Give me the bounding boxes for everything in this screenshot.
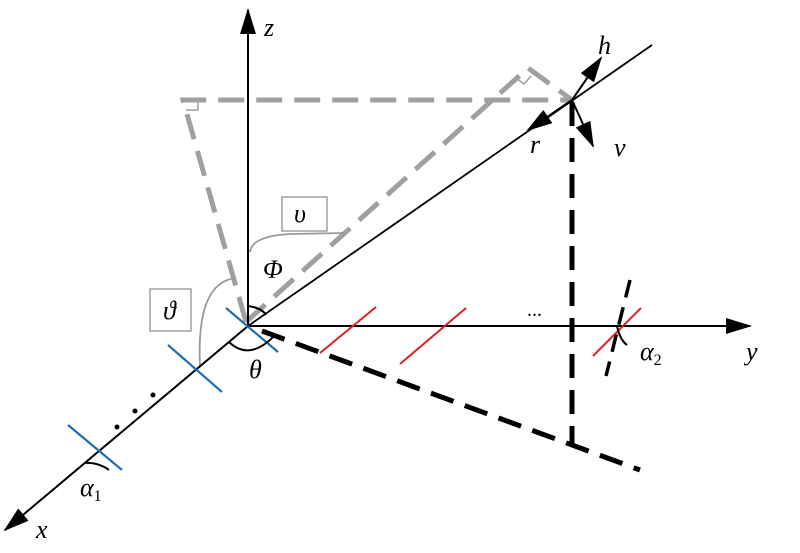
upsilon-label: υ bbox=[294, 199, 306, 228]
y-label: y bbox=[743, 337, 758, 366]
right-angle-marks bbox=[186, 75, 532, 111]
black-dashed-projection bbox=[261, 102, 641, 473]
r-label: r bbox=[530, 130, 541, 159]
v-label: v bbox=[614, 133, 626, 162]
alpha1-label: α1 bbox=[80, 473, 102, 505]
y-ellipsis: ... bbox=[527, 299, 542, 321]
x-axis bbox=[3, 325, 249, 532]
upsilon-box bbox=[281, 196, 328, 232]
angle-arcs bbox=[83, 305, 628, 471]
x-label: x bbox=[35, 515, 48, 544]
gray-dashed-projection bbox=[179, 64, 574, 324]
upsilon-callout-curve bbox=[249, 232, 346, 253]
y-array-elements bbox=[319, 306, 642, 365]
x-array-elements bbox=[67, 307, 279, 471]
vartheta-callout-curve bbox=[198, 277, 237, 367]
vartheta-box bbox=[149, 288, 192, 332]
h-vector bbox=[571, 56, 603, 101]
h-label: h bbox=[598, 31, 611, 60]
v-vector bbox=[571, 99, 594, 148]
phi-label: Φ bbox=[263, 255, 283, 284]
x-ellipsis-dots bbox=[114, 392, 156, 430]
r-line bbox=[247, 44, 653, 327]
vartheta-label: ϑ bbox=[163, 296, 177, 325]
theta-label: θ bbox=[249, 355, 262, 384]
alpha2-label: α2 bbox=[640, 337, 662, 369]
r-vector bbox=[526, 99, 573, 132]
z-label: z bbox=[263, 13, 274, 42]
